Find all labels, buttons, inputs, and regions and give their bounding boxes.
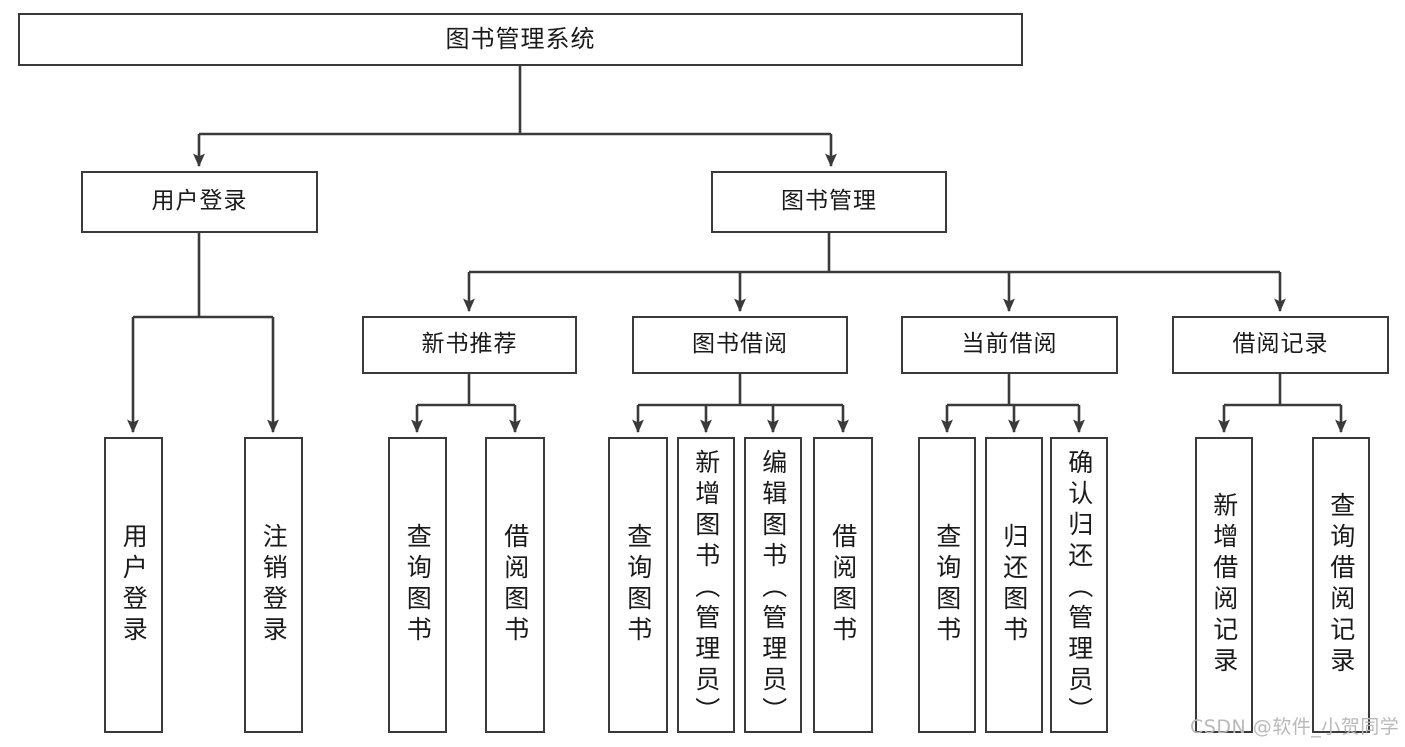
node-root[interactable]: 图书管理系统 bbox=[18, 13, 1023, 66]
node-borrow-book-leaf-label: 借阅图书 bbox=[828, 523, 858, 647]
watermark-text: CSDN @软件_小贺同学 bbox=[1190, 716, 1400, 738]
node-confirm-return-admin-label: 确认归还（管理员） bbox=[1064, 449, 1094, 728]
node-edit-book-admin[interactable]: 编辑图书（管理员） bbox=[744, 437, 802, 733]
node-query-book-rec[interactable]: 查询图书 bbox=[388, 437, 447, 733]
node-query-book-current[interactable]: 查询图书 bbox=[918, 437, 976, 733]
node-root-label: 图书管理系统 bbox=[445, 25, 596, 54]
node-confirm-return-admin[interactable]: 确认归还（管理员） bbox=[1050, 437, 1108, 733]
node-book-manage-label: 图书管理 bbox=[781, 188, 877, 215]
node-query-borrow-record[interactable]: 查询借阅记录 bbox=[1312, 437, 1370, 733]
node-logout-leaf[interactable]: 注销登录 bbox=[244, 437, 303, 733]
node-add-book-admin-label: 新增图书（管理员） bbox=[691, 449, 721, 728]
node-book-borrow[interactable]: 图书借阅 bbox=[632, 316, 848, 374]
node-user-login-leaf-label: 用户登录 bbox=[119, 523, 149, 647]
node-logout-leaf-label: 注销登录 bbox=[259, 523, 289, 647]
node-query-borrow-record-label: 查询借阅记录 bbox=[1326, 492, 1356, 678]
node-current-borrow-label: 当前借阅 bbox=[961, 331, 1058, 358]
node-borrow-book-rec-label: 借阅图书 bbox=[500, 523, 530, 647]
node-edit-book-admin-label: 编辑图书（管理员） bbox=[758, 449, 788, 728]
node-borrow-book-leaf[interactable]: 借阅图书 bbox=[813, 437, 873, 733]
node-book-borrow-label: 图书借阅 bbox=[692, 331, 788, 358]
node-borrow-record[interactable]: 借阅记录 bbox=[1172, 316, 1389, 374]
node-query-book-current-label: 查询图书 bbox=[932, 523, 962, 647]
node-return-book-label: 归还图书 bbox=[999, 523, 1029, 647]
node-user-login-label: 用户登录 bbox=[151, 188, 248, 215]
node-user-login-leaf[interactable]: 用户登录 bbox=[104, 437, 163, 733]
node-add-borrow-record[interactable]: 新增借阅记录 bbox=[1195, 437, 1253, 733]
node-user-login[interactable]: 用户登录 bbox=[81, 171, 318, 233]
node-borrow-record-label: 借阅记录 bbox=[1232, 331, 1329, 358]
node-add-book-admin[interactable]: 新增图书（管理员） bbox=[677, 437, 735, 733]
node-return-book[interactable]: 归还图书 bbox=[985, 437, 1043, 733]
node-new-book-recommend-label: 新书推荐 bbox=[421, 331, 518, 358]
node-borrow-book-rec[interactable]: 借阅图书 bbox=[485, 437, 545, 733]
node-current-borrow[interactable]: 当前借阅 bbox=[901, 316, 1118, 374]
node-query-book-borrow-label: 查询图书 bbox=[623, 523, 653, 647]
node-query-book-borrow[interactable]: 查询图书 bbox=[608, 437, 668, 733]
node-book-manage[interactable]: 图书管理 bbox=[711, 171, 947, 233]
node-new-book-recommend[interactable]: 新书推荐 bbox=[362, 316, 577, 374]
node-query-book-rec-label: 查询图书 bbox=[403, 523, 433, 647]
node-add-borrow-record-label: 新增借阅记录 bbox=[1209, 492, 1239, 678]
